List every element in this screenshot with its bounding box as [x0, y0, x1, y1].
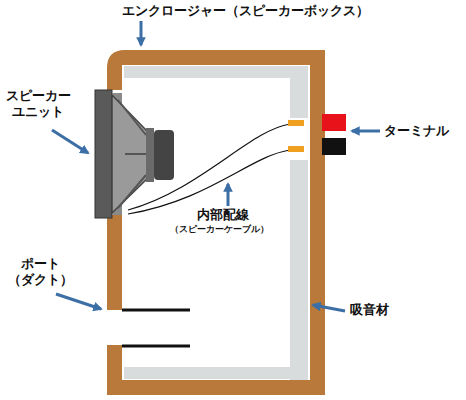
part-label: ターミナル — [384, 123, 449, 139]
part-label: 吸音材 — [350, 302, 389, 318]
terminal — [288, 114, 346, 155]
leader-arrow — [52, 21, 380, 311]
internal-wiring — [128, 124, 290, 214]
enclosure — [107, 50, 325, 395]
part-label: 内部配線 — [197, 207, 249, 223]
part-label: スピーカー ユニット — [2, 88, 74, 119]
absorbent-material — [124, 66, 308, 380]
part-note: （スピーカーケーブル） — [170, 224, 269, 235]
part-label: ポート （ダクト） — [4, 256, 76, 287]
port-duct — [122, 310, 190, 346]
speaker-unit — [95, 90, 174, 218]
part-label: エンクロージャー（スピーカーボックス） — [122, 3, 369, 19]
